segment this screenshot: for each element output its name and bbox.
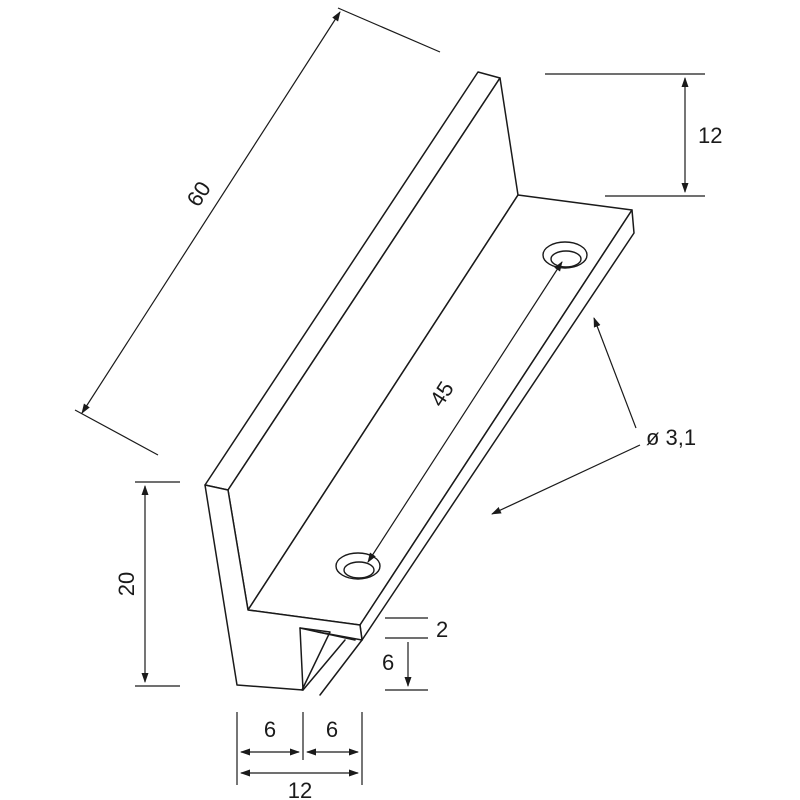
dimension-total-height: 20 (114, 481, 180, 687)
mounting-holes (335, 241, 588, 580)
flange-height-label: 12 (698, 123, 722, 148)
dimension-widths: 6 6 12 (236, 712, 363, 800)
dimension-flange-height: 12 (545, 73, 722, 197)
hole-top-inner (550, 250, 582, 268)
lip-thickness-label: 2 (436, 617, 448, 642)
total-width-label: 12 (288, 778, 312, 800)
lip-height-label: 6 (382, 650, 394, 675)
width-right-label: 6 (326, 717, 338, 742)
groove-edge (299, 627, 331, 691)
total-height-label: 20 (114, 572, 139, 596)
hole-diameter-label: ø 3,1 (646, 425, 696, 450)
width-left-label: 6 (264, 717, 276, 742)
base-bottom-edge (319, 639, 363, 696)
dimension-lip-height: 6 (382, 642, 428, 691)
dimension-hole-diameter: ø 3,1 (491, 317, 696, 515)
hole-bottom-inner (343, 561, 375, 579)
profile-part (204, 71, 635, 696)
lip-edge (317, 631, 356, 641)
dimension-lip-thickness: 2 (385, 617, 448, 642)
length-label: 60 (182, 177, 216, 211)
back-bottom-edge (302, 639, 346, 691)
